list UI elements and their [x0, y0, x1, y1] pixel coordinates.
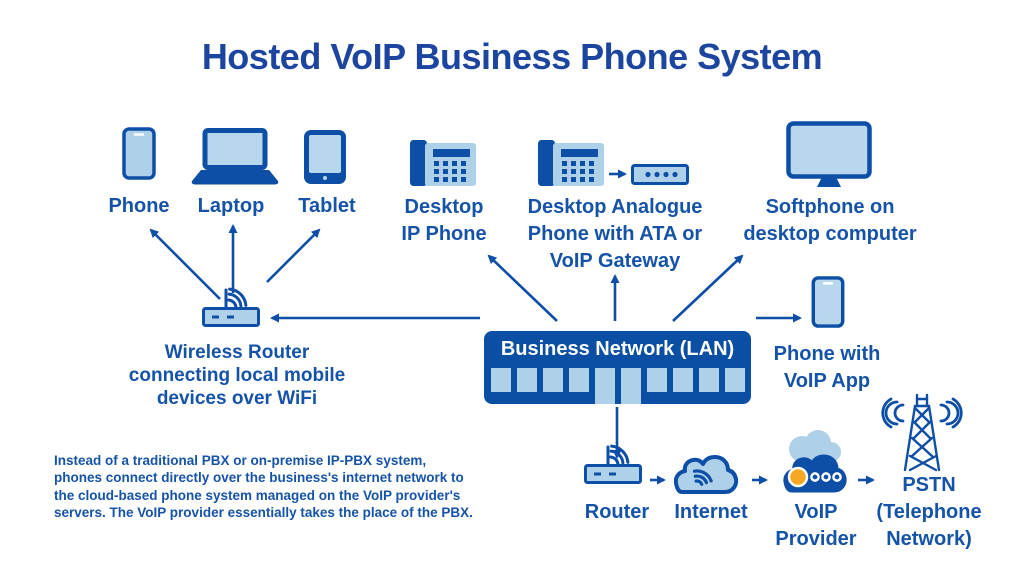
phone-label: Phone [108, 195, 170, 217]
desktop-ip-phone-label: Desktop IP Phone [401, 196, 487, 245]
page-title: Hosted VoIP Business Phone System [201, 36, 823, 77]
laptop-icon [191, 128, 279, 186]
voip-provider-label: VoIP Provider [775, 501, 857, 550]
voip-app-phone-label: Phone with VoIP App [773, 343, 881, 392]
smartphone-icon [122, 127, 156, 180]
wireless-router-icon [584, 436, 644, 486]
wireless-router-icon [202, 279, 262, 329]
tablet-label: Tablet [298, 195, 356, 217]
internet-label: Internet [674, 501, 748, 523]
monitor-icon [786, 121, 872, 188]
description-text: Instead of a traditional PBX or on-premi… [54, 453, 473, 520]
pstn-label: PSTN (Telephone Network) [876, 474, 982, 550]
laptop-label: Laptop [197, 195, 265, 217]
router-label: Router [584, 501, 650, 523]
wireless-router-label: Wireless Router connecting local mobile … [128, 342, 346, 409]
desk-phone-icon [410, 140, 476, 186]
analogue-phone-label: Desktop Analogue Phone with ATA or VoIP … [527, 196, 703, 272]
cloud-wifi-icon [666, 449, 742, 496]
lan-ports [491, 368, 745, 404]
business-network-lan-box: Business Network (LAN) [484, 331, 751, 404]
ata-box-icon [631, 164, 689, 185]
voip-cloud-icon [772, 427, 852, 495]
desk-phone-icon [538, 140, 604, 186]
softphone-label: Softphone on desktop computer [743, 196, 917, 245]
smartphone-icon [811, 276, 845, 328]
radio-tower-icon [881, 392, 963, 478]
tablet-icon [303, 129, 347, 185]
lan-label: Business Network (LAN) [500, 338, 735, 360]
